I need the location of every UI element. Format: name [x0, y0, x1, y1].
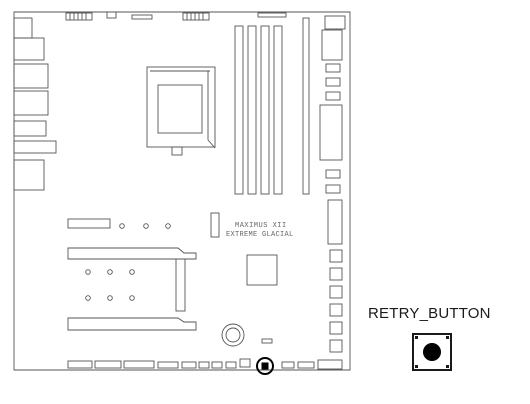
board-outline — [13, 11, 351, 371]
cpu-socket — [146, 66, 216, 156]
board-model-line2: EXTREME GLACIAL — [226, 231, 294, 239]
push-button-icon — [412, 333, 452, 371]
pcie-slots — [67, 247, 197, 331]
chipset — [246, 254, 278, 286]
rear-io-ports — [13, 17, 57, 191]
m2-area — [67, 212, 220, 238]
retry-button-location — [256, 357, 274, 375]
bottom-connectors — [67, 338, 343, 370]
cmos-battery — [221, 323, 245, 347]
board-model-line1: MAXIMUS XII — [235, 222, 287, 230]
dimm-slots — [234, 17, 310, 195]
right-edge-components — [319, 29, 343, 353]
retry-button-label: RETRY_BUTTON — [368, 305, 491, 322]
mount-holes — [85, 269, 135, 301]
top-connectors — [65, 11, 346, 30]
button-cap — [423, 343, 441, 361]
